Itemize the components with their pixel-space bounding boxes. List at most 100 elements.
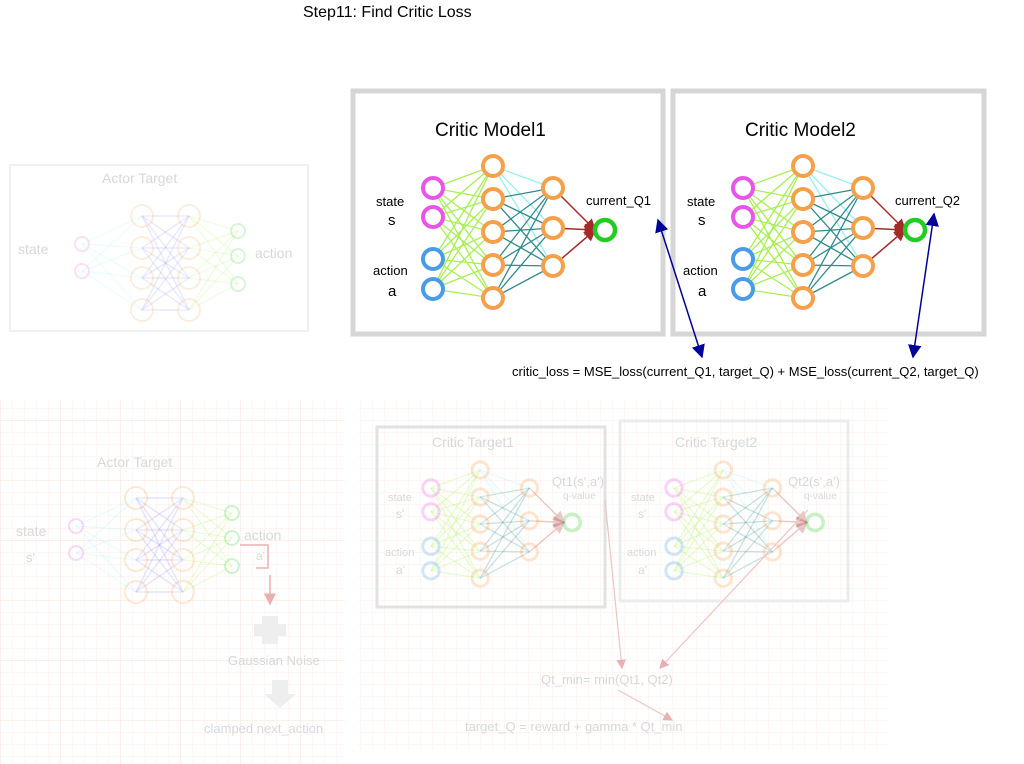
faded-actor-hidden-node xyxy=(171,580,195,604)
connection-line xyxy=(479,496,530,522)
hidden-node xyxy=(541,216,565,240)
connection-line xyxy=(432,198,494,260)
hidden-node xyxy=(762,542,783,562)
connection-line xyxy=(81,243,143,249)
connection-line xyxy=(673,545,724,552)
faded-actor-output-node xyxy=(230,248,246,264)
hidden-node xyxy=(791,154,815,178)
connection-line xyxy=(480,520,530,525)
connection-line xyxy=(141,215,190,249)
connection-line xyxy=(188,255,239,311)
connection-line xyxy=(81,215,143,272)
faded-actor-target-input: state xyxy=(18,241,49,257)
faded-actor-target-output: action xyxy=(255,245,293,261)
faded-grid-right xyxy=(358,400,888,750)
critic1-action-var: a xyxy=(388,283,397,300)
connection-line xyxy=(673,469,724,572)
faded-actor-hidden-node xyxy=(177,298,201,322)
connection-line xyxy=(802,187,864,233)
faded-ct1-state-label: state xyxy=(388,492,412,504)
output-arrow xyxy=(771,521,808,553)
connection-line xyxy=(182,559,233,567)
connection-line xyxy=(430,469,481,572)
connection-line xyxy=(430,496,481,572)
connection-line xyxy=(188,215,239,232)
faded-ct1-output: Qt1(s',a') xyxy=(552,474,604,489)
faded-ct1-action-var: a' xyxy=(396,563,405,577)
connection-line xyxy=(673,469,724,547)
connection-line xyxy=(135,529,184,593)
connection-line xyxy=(135,559,184,593)
connection-line xyxy=(81,270,143,279)
connection-line xyxy=(141,247,190,311)
connection-line xyxy=(673,511,724,579)
connection-line xyxy=(135,559,184,593)
connection-line xyxy=(430,469,481,489)
connection-line xyxy=(75,525,137,593)
connection-line xyxy=(141,277,190,311)
connection-line xyxy=(430,469,481,513)
connection-line xyxy=(432,216,494,299)
connection-line xyxy=(673,496,724,513)
hidden-node xyxy=(851,216,875,240)
connection-line xyxy=(430,487,481,498)
connection-line xyxy=(135,529,184,593)
connection-line xyxy=(722,523,773,553)
faded-actor-hidden-node xyxy=(124,548,148,572)
connection-line xyxy=(81,243,143,279)
action-input-node xyxy=(731,247,755,271)
connection-line xyxy=(75,525,137,531)
connection-line xyxy=(673,550,724,572)
hidden-node xyxy=(519,511,540,531)
connection-line xyxy=(182,512,233,593)
faded-ct2-state-var: s' xyxy=(638,507,647,521)
faded-clamped-next-action: clamped next_action xyxy=(204,721,324,736)
faded-gaussian-noise: Gaussian Noise xyxy=(228,653,320,668)
connection-line xyxy=(430,469,481,547)
faded-actor-hidden-node xyxy=(177,204,201,228)
connection-line xyxy=(141,277,190,311)
hidden-node xyxy=(470,514,490,534)
connection-line xyxy=(802,165,864,267)
state-input-node xyxy=(421,502,441,522)
connection-line xyxy=(75,552,137,561)
connection-line xyxy=(802,165,864,229)
critic2-state-label: state xyxy=(687,194,716,209)
state-input-node xyxy=(731,205,755,229)
state-input-node xyxy=(421,205,445,229)
connection-line xyxy=(141,215,190,279)
connection-line xyxy=(673,570,724,579)
critic1-action-label: action xyxy=(373,263,408,278)
state-input-node xyxy=(664,478,684,498)
connection-line xyxy=(479,520,530,579)
connection-line xyxy=(141,215,190,249)
connection-line xyxy=(430,523,481,572)
hidden-node xyxy=(519,478,540,498)
connection-line xyxy=(432,231,494,290)
connection-line xyxy=(182,497,233,539)
connection-line xyxy=(742,216,804,266)
connection-line xyxy=(188,255,239,279)
faded-actor-input-node xyxy=(68,545,84,561)
action-input-node xyxy=(664,561,684,581)
connection-line xyxy=(802,187,864,266)
connection-line xyxy=(182,497,233,514)
faded-actor-input-node xyxy=(68,518,84,534)
action-input-node xyxy=(421,536,441,556)
connection-line xyxy=(802,198,864,267)
hidden-node xyxy=(851,254,875,278)
connection-line xyxy=(479,469,530,489)
connection-line xyxy=(432,165,494,218)
hidden-node xyxy=(713,568,733,588)
critic1-state-label: state xyxy=(376,194,405,209)
connection-line xyxy=(479,487,530,525)
connection-line xyxy=(479,520,530,552)
connection-line xyxy=(182,512,233,531)
connection-line xyxy=(81,247,143,272)
connection-line xyxy=(492,227,554,299)
critic2-output-label: current_Q2 xyxy=(895,193,961,208)
q2-to-loss-arrow xyxy=(908,212,939,359)
connection-line xyxy=(673,487,724,552)
faded-ct2-action-label: action xyxy=(627,547,657,559)
